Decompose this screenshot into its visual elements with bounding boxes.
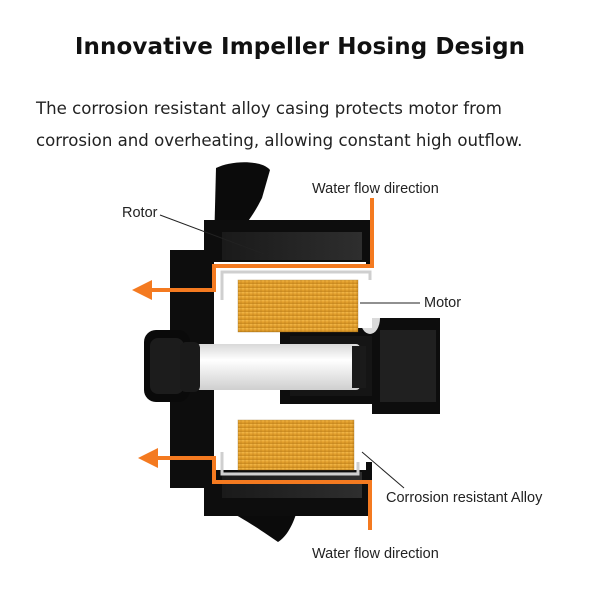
- label-corrosion-resistant-alloy: Corrosion resistant Alloy: [386, 490, 543, 506]
- label-water-flow-bottom: Water flow direction: [312, 546, 439, 562]
- flow-path-bottom: [156, 456, 372, 530]
- flow-arrow-top: [132, 280, 152, 300]
- label-motor: Motor: [424, 295, 462, 311]
- rotor-inner: [222, 232, 362, 260]
- flow-path-top: [150, 198, 374, 292]
- label-rotor: Rotor: [122, 205, 158, 221]
- alloy-casing-top: [220, 270, 372, 300]
- motor-coil-top: [238, 280, 358, 332]
- flow-arrow-bottom: [138, 448, 158, 468]
- alloy-leader: [361, 451, 405, 489]
- description-line-1: The corrosion resistant alloy casing pro…: [36, 99, 502, 118]
- label-water-flow-top: Water flow direction: [312, 181, 439, 197]
- motor-coil-bottom: [238, 420, 354, 470]
- motor-shaft: [196, 344, 360, 390]
- description: The corrosion resistant alloy casing pro…: [36, 93, 576, 157]
- page-title: Innovative Impeller Hosing Design: [74, 34, 526, 60]
- description-line-2: corrosion and overheating, allowing cons…: [36, 131, 523, 150]
- rotor-leader: [159, 214, 265, 255]
- alloy-casing-bottom: [220, 452, 360, 476]
